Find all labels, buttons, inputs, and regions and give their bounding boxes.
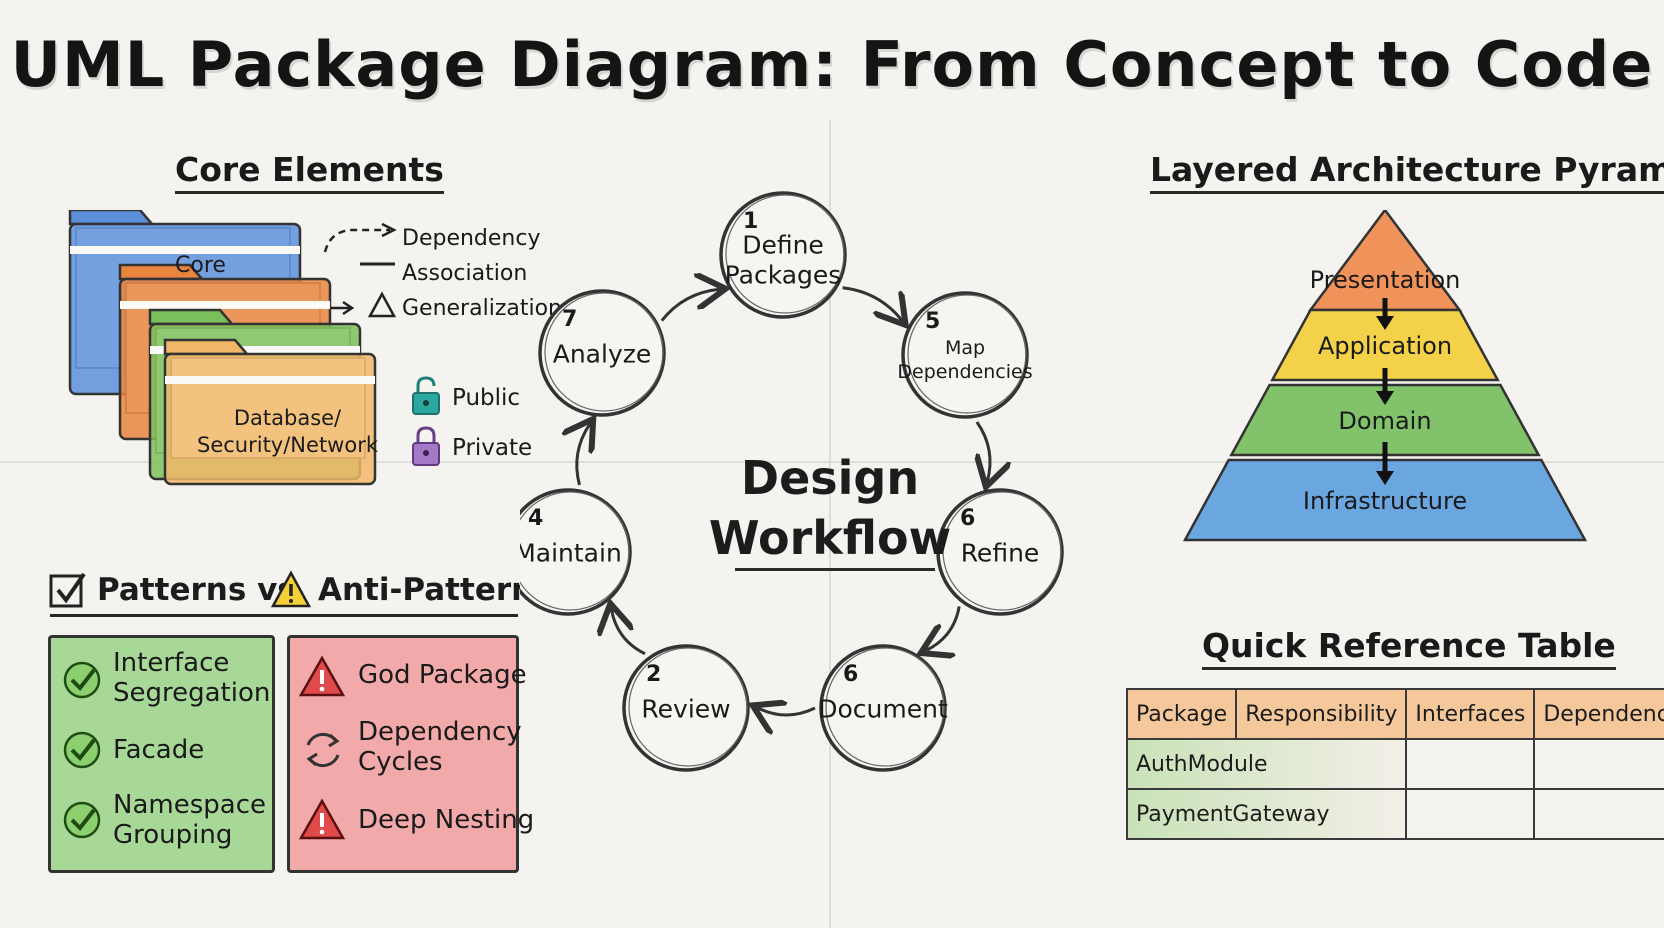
- workflow-step-number: 5: [925, 309, 940, 334]
- table-cell: [1533, 788, 1664, 840]
- column-header: Interfaces: [1405, 688, 1536, 740]
- table-cell: AuthModule: [1125, 738, 1408, 790]
- warning-triangle-icon: [298, 798, 346, 840]
- workflow-arrow: [660, 289, 720, 322]
- pattern-interface-segregation: Interface Segregation: [113, 648, 271, 708]
- table-header-row: Package Responsibility Interfaces Depend…: [1125, 688, 1664, 740]
- workflow-cycle: 1DefinePackages5MapDependencies6Refine6D…: [520, 191, 1064, 772]
- workflow-arrow: [842, 286, 902, 321]
- pyramid-layer-label: Presentation: [1310, 266, 1461, 294]
- pyramid-layer-label: Infrastructure: [1303, 487, 1467, 515]
- down-arrow-icon: [1376, 471, 1394, 485]
- workflow-step-label: Document: [818, 695, 948, 724]
- relation-association-label: Association: [402, 261, 528, 286]
- workflow-step-label: Define: [742, 231, 824, 260]
- workflow-center-title: Design Workflow: [708, 451, 952, 565]
- warning-title-icon: [270, 570, 312, 608]
- pyramid-title: Layered Architecture Pyramid: [1150, 150, 1664, 194]
- table-cell: PaymentGateway: [1125, 788, 1408, 840]
- pyramid-layer: Application: [1270, 308, 1500, 382]
- column-header: Responsibility: [1235, 688, 1408, 740]
- down-arrow-icon: [1376, 391, 1394, 405]
- pattern-namespace-grouping: Namespace Grouping: [113, 790, 266, 850]
- check-circle-icon: [63, 801, 101, 839]
- patterns-title: Patterns vs: [97, 572, 296, 608]
- anti-patterns-title: Anti-Patterns: [318, 572, 552, 608]
- warning-triangle-icon: [298, 655, 346, 697]
- pyramid-layer: Domain: [1229, 383, 1541, 457]
- package-folders: [68, 210, 377, 486]
- reference-table-title: Quick Reference Table: [1202, 626, 1616, 670]
- relation-dependency-label: Dependency: [402, 226, 541, 251]
- checkbox-icon: [49, 572, 86, 608]
- column-header: Dependencies: [1533, 688, 1664, 740]
- relations-legend-lines: [323, 222, 397, 318]
- workflow-step-label: Dependencies: [897, 361, 1032, 383]
- workflow-step-label: Refine: [961, 539, 1040, 568]
- workflow-step-number: 7: [562, 307, 577, 332]
- page-title: UML Package Diagram: From Concept to Cod…: [10, 28, 1654, 101]
- layered-pyramid: PresentationApplicationDomainInfrastruct…: [1182, 210, 1588, 542]
- reference-table: Package Responsibility Interfaces Depend…: [1125, 688, 1664, 840]
- down-arrow-icon: [1376, 316, 1394, 330]
- package-folder-icon: [163, 338, 377, 486]
- table-cell: [1533, 738, 1664, 790]
- table-row: AuthModule: [1125, 738, 1664, 790]
- visibility-public-label: Public: [452, 385, 521, 411]
- check-circle-icon: [63, 661, 101, 699]
- table-cell: [1405, 738, 1536, 790]
- workflow-center-underline: [735, 568, 935, 571]
- folder-label-core: Core: [175, 253, 226, 278]
- workflow-arrow: [926, 606, 961, 650]
- workflow-step-number: 2: [646, 662, 661, 687]
- pyramid-layer-label: Domain: [1338, 407, 1431, 435]
- workflow-arrow: [611, 609, 646, 656]
- workflow-step-number: 6: [843, 662, 858, 687]
- workflow-arrow: [577, 424, 590, 486]
- anti-pattern-dependency-cycles: Dependency Cycles: [358, 717, 522, 777]
- table-row: PaymentGateway: [1125, 788, 1664, 840]
- unlocked-padlock-icon: [412, 376, 440, 415]
- workflow-step-number: 6: [960, 506, 975, 531]
- folder-label-database: Database/ Security/Network: [197, 406, 378, 457]
- workflow-step-label: Analyze: [553, 340, 652, 369]
- pyramid-layer: Infrastructure: [1182, 458, 1588, 542]
- cycle-arrows-icon: [306, 732, 340, 768]
- locked-padlock-icon: [412, 426, 440, 466]
- anti-pattern-god-package: God Package: [358, 660, 527, 690]
- pyramid-layer: Presentation: [1307, 210, 1463, 312]
- workflow-arrow: [758, 708, 816, 715]
- workflow-arrow: [977, 421, 990, 481]
- visibility-private-label: Private: [452, 435, 533, 461]
- core-elements-title: Core Elements: [175, 150, 444, 194]
- workflow-step-label: Map: [945, 337, 985, 359]
- workflow-step-label: Packages: [725, 261, 842, 290]
- pyramid-layer-label: Application: [1318, 332, 1452, 360]
- table-cell: [1405, 788, 1536, 840]
- pattern-facade: Facade: [113, 735, 205, 765]
- workflow-step-label: Maintain: [520, 539, 622, 568]
- check-circle-icon: [63, 731, 101, 769]
- anti-pattern-deep-nesting: Deep Nesting: [358, 805, 535, 835]
- patterns-title-underline: [50, 614, 518, 617]
- column-header: Package: [1125, 688, 1238, 740]
- workflow-step-number: 4: [528, 506, 543, 531]
- workflow-step-label: Review: [641, 695, 730, 724]
- relation-generalization-label: Generalization: [402, 296, 562, 321]
- workflow-step-number: 1: [743, 209, 758, 234]
